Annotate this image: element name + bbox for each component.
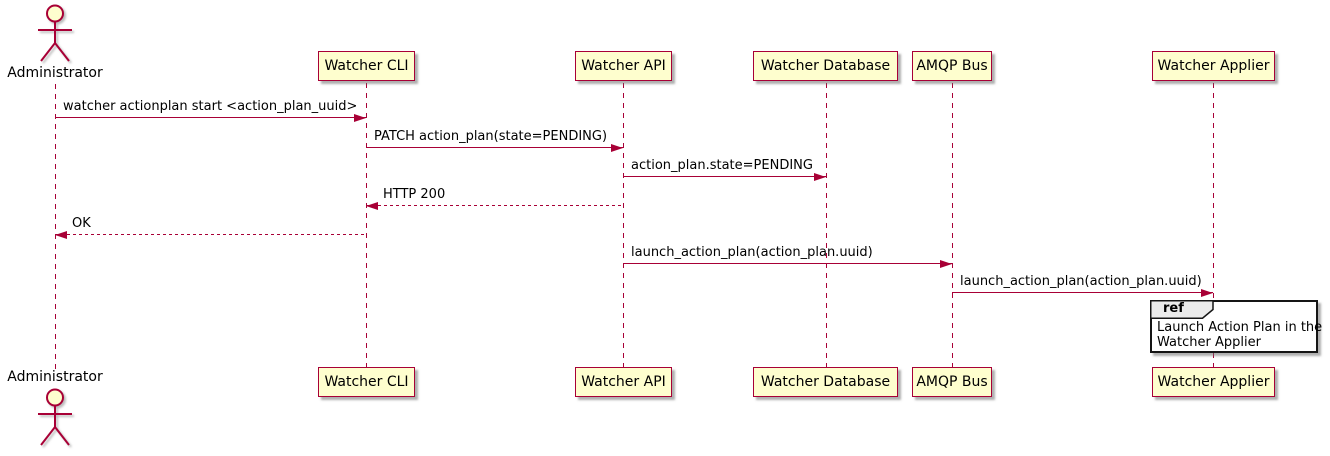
message-label: action_plan.state=PENDING	[631, 158, 813, 173]
lifeline-watcher-api	[623, 83, 624, 367]
message-actionplan-start: watcher actionplan start <action_plan_uu…	[55, 99, 366, 122]
message-state-pending: action_plan.state=PENDING	[623, 158, 826, 181]
ref-text-line1: Launch Action Plan in the	[1157, 320, 1323, 335]
message-patch-action-plan: PATCH action_plan(state=PENDING)	[366, 129, 623, 152]
actor-administrator-top: Administrator	[7, 65, 103, 81]
arrowhead-right-icon	[814, 173, 826, 181]
message-launch-action-plan-applier: launch_action_plan(action_plan.uuid)	[952, 274, 1213, 297]
participant-watcher-applier-bottom: Watcher Applier	[1152, 367, 1275, 397]
lifeline-watcher-applier	[1213, 83, 1214, 367]
message-line	[623, 176, 826, 177]
actor-icon	[38, 4, 72, 62]
message-label: HTTP 200	[383, 187, 446, 202]
message-line	[952, 292, 1213, 293]
participant-watcher-database-bottom: Watcher Database	[753, 367, 898, 397]
participant-watcher-api-top: Watcher API	[575, 51, 672, 81]
participant-watcher-api-bottom: Watcher API	[575, 367, 672, 397]
lifeline-watcher-cli	[366, 83, 367, 367]
lifeline-watcher-database	[826, 83, 827, 367]
participant-amqp-bus-bottom: AMQP Bus	[912, 367, 992, 397]
participant-watcher-applier-top: Watcher Applier	[1152, 51, 1275, 81]
message-label: OK	[72, 216, 91, 231]
arrowhead-left-icon	[55, 231, 67, 239]
participant-watcher-cli-bottom: Watcher CLI	[318, 367, 415, 397]
message-label: watcher actionplan start <action_plan_uu…	[63, 99, 358, 114]
ref-fragment: ref Launch Action Plan in the Watcher Ap…	[1150, 300, 1323, 353]
arrowhead-right-icon	[611, 144, 623, 152]
message-label: launch_action_plan(action_plan.uuid)	[631, 245, 873, 260]
message-launch-action-plan-amqp: launch_action_plan(action_plan.uuid)	[623, 245, 952, 268]
ref-text-line2: Watcher Applier	[1157, 335, 1261, 350]
participant-amqp-bus-top: AMQP Bus	[912, 51, 992, 81]
arrowhead-right-icon	[940, 260, 952, 268]
message-ok: OK	[55, 216, 366, 239]
message-line	[55, 117, 366, 118]
actor-administrator-bottom: Administrator	[7, 369, 103, 385]
ref-text: Launch Action Plan in the Watcher Applie…	[1157, 320, 1323, 350]
participant-watcher-database-top: Watcher Database	[753, 51, 898, 81]
arrowhead-right-icon	[354, 114, 366, 122]
participant-watcher-cli-top: Watcher CLI	[318, 51, 415, 81]
message-http-200: HTTP 200	[366, 187, 623, 210]
ref-tag: ref	[1150, 300, 1214, 319]
ref-tag-pentagon-icon	[1150, 300, 1214, 319]
lifeline-amqp-bus	[952, 83, 953, 367]
message-label: launch_action_plan(action_plan.uuid)	[960, 274, 1202, 289]
message-line	[55, 234, 366, 235]
message-line	[623, 263, 952, 264]
message-line	[366, 147, 623, 148]
lifeline-administrator	[55, 84, 56, 369]
ref-keyword: ref	[1163, 301, 1184, 316]
message-line	[366, 205, 623, 206]
arrowhead-left-icon	[366, 202, 378, 210]
actor-icon	[38, 388, 72, 446]
message-label: PATCH action_plan(state=PENDING)	[374, 129, 608, 144]
arrowhead-right-icon	[1201, 289, 1213, 297]
